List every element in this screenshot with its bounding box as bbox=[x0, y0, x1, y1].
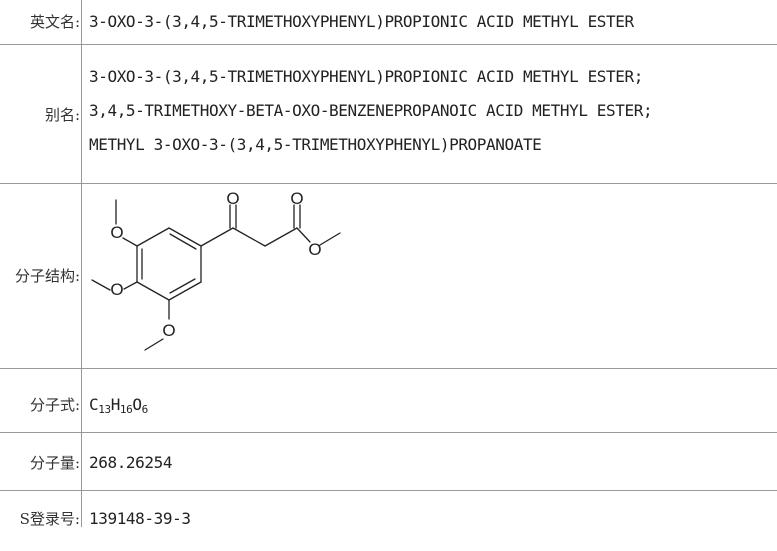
synonyms-row: 别名: 3-OXO-3-(3,4,5-TRIMETHOXYPHENYL)PROP… bbox=[0, 45, 777, 184]
atom-label: O bbox=[308, 240, 321, 259]
compound-info-table: 英文名: 3-OXO-3-(3,4,5-TRIMETHOXYPHENYL)PRO… bbox=[0, 0, 777, 528]
structure-row: 分子结构: bbox=[0, 184, 777, 369]
formula-value: C13H16O6 bbox=[89, 395, 148, 416]
formula-row: 分子式: C13H16O6 bbox=[0, 369, 777, 433]
molecular-structure-diagram: O O O O O O bbox=[91, 192, 341, 351]
weight-value: 268.26254 bbox=[89, 453, 173, 472]
synonyms-label: 别名: bbox=[44, 106, 80, 124]
weight-row: 分子量: 268.26254 bbox=[0, 433, 777, 491]
structure-label: 分子结构: bbox=[14, 267, 80, 285]
english-name-value: 3-OXO-3-(3,4,5-TRIMETHOXYPHENYL)PROPIONI… bbox=[89, 12, 634, 31]
atom-label: O bbox=[110, 223, 123, 242]
weight-label: 分子量: bbox=[29, 454, 80, 472]
atom-label: O bbox=[290, 192, 303, 208]
atom-label: O bbox=[162, 321, 175, 340]
synonym-line: METHYL 3-OXO-3-(3,4,5-TRIMETHOXYPHENYL)P… bbox=[89, 135, 542, 154]
synonym-line: 3-OXO-3-(3,4,5-TRIMETHOXYPHENYL)PROPIONI… bbox=[89, 67, 643, 86]
column-divider bbox=[81, 0, 82, 527]
english-name-row: 英文名: 3-OXO-3-(3,4,5-TRIMETHOXYPHENYL)PRO… bbox=[0, 0, 777, 45]
synonyms-value: 3-OXO-3-(3,4,5-TRIMETHOXYPHENYL)PROPIONI… bbox=[89, 60, 653, 162]
english-name-label: 英文名: bbox=[29, 13, 80, 31]
atom-label: O bbox=[110, 280, 123, 299]
atom-label: O bbox=[226, 192, 239, 208]
cas-label: S登录号: bbox=[19, 510, 80, 528]
synonym-line: 3,4,5-TRIMETHOXY-BETA-OXO-BENZENEPROPANO… bbox=[89, 101, 653, 120]
formula-label: 分子式: bbox=[29, 396, 80, 414]
cas-value: 139148-39-3 bbox=[89, 509, 191, 528]
cas-row: S登录号: 139148-39-3 bbox=[0, 491, 777, 551]
